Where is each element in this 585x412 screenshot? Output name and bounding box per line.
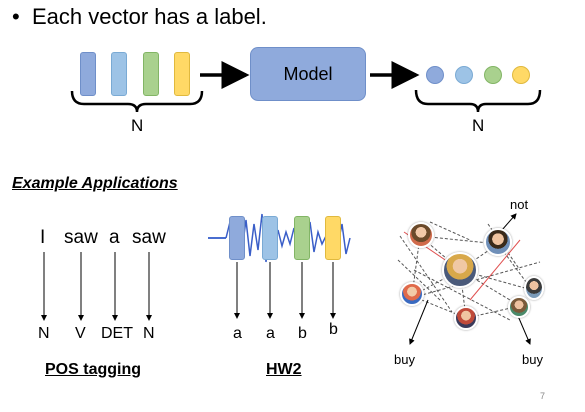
input-brace bbox=[70, 90, 204, 113]
arrow-to-buy-right bbox=[517, 315, 531, 345]
output-label-1 bbox=[426, 66, 444, 84]
hw2-label-1: a bbox=[233, 325, 242, 342]
input-vector-3 bbox=[143, 52, 159, 96]
graph-label-buy-left: buy bbox=[394, 352, 415, 367]
pos-tag-2: V bbox=[75, 325, 86, 342]
hw2-vector-4 bbox=[325, 216, 341, 260]
graph-label-not: not bbox=[510, 197, 529, 212]
page-number: 7 bbox=[540, 391, 546, 401]
person-avatar bbox=[442, 252, 478, 288]
arrow-to-not bbox=[501, 213, 517, 231]
pos-word-3: a bbox=[109, 227, 120, 248]
hw2-label-4: b bbox=[329, 321, 338, 338]
hw2-vector-3 bbox=[294, 216, 310, 260]
person-avatar bbox=[524, 276, 544, 300]
output-brace bbox=[414, 89, 542, 113]
pos-word-4: saw bbox=[132, 227, 166, 248]
hw2-vector-1 bbox=[229, 216, 245, 260]
person-avatar bbox=[508, 296, 530, 318]
pos-caption: POS tagging bbox=[45, 361, 141, 378]
model-box: Model bbox=[250, 47, 366, 101]
bullet-text: Each vector has a label. bbox=[32, 4, 267, 29]
input-vector-1 bbox=[80, 52, 96, 96]
pos-tag-4: N bbox=[143, 325, 155, 342]
hw2-label-3: b bbox=[298, 325, 307, 342]
input-vector-4 bbox=[174, 52, 190, 96]
graph-label-buy-right: buy bbox=[522, 352, 543, 367]
person-avatar bbox=[400, 282, 424, 306]
bullet-marker: • bbox=[12, 4, 20, 29]
output-count-label: N bbox=[472, 116, 485, 135]
person-avatar bbox=[408, 222, 434, 248]
output-label-3 bbox=[484, 66, 502, 84]
section-title: Example Applications bbox=[12, 175, 178, 192]
output-label-2 bbox=[455, 66, 473, 84]
hw2-vector-2 bbox=[262, 216, 278, 260]
hw2-label-2: a bbox=[266, 325, 275, 342]
pos-word-1: I bbox=[40, 227, 46, 248]
pos-tag-1: N bbox=[38, 325, 50, 342]
arrow-to-buy-left bbox=[409, 299, 429, 345]
input-vector-2 bbox=[111, 52, 127, 96]
hw2-caption: HW2 bbox=[266, 361, 302, 378]
pos-word-2: saw bbox=[64, 227, 98, 248]
person-avatar bbox=[454, 306, 478, 330]
input-count-label: N bbox=[131, 116, 144, 135]
pos-tag-3: DET bbox=[101, 325, 133, 342]
person-avatar bbox=[484, 228, 512, 256]
output-label-4 bbox=[512, 66, 530, 84]
